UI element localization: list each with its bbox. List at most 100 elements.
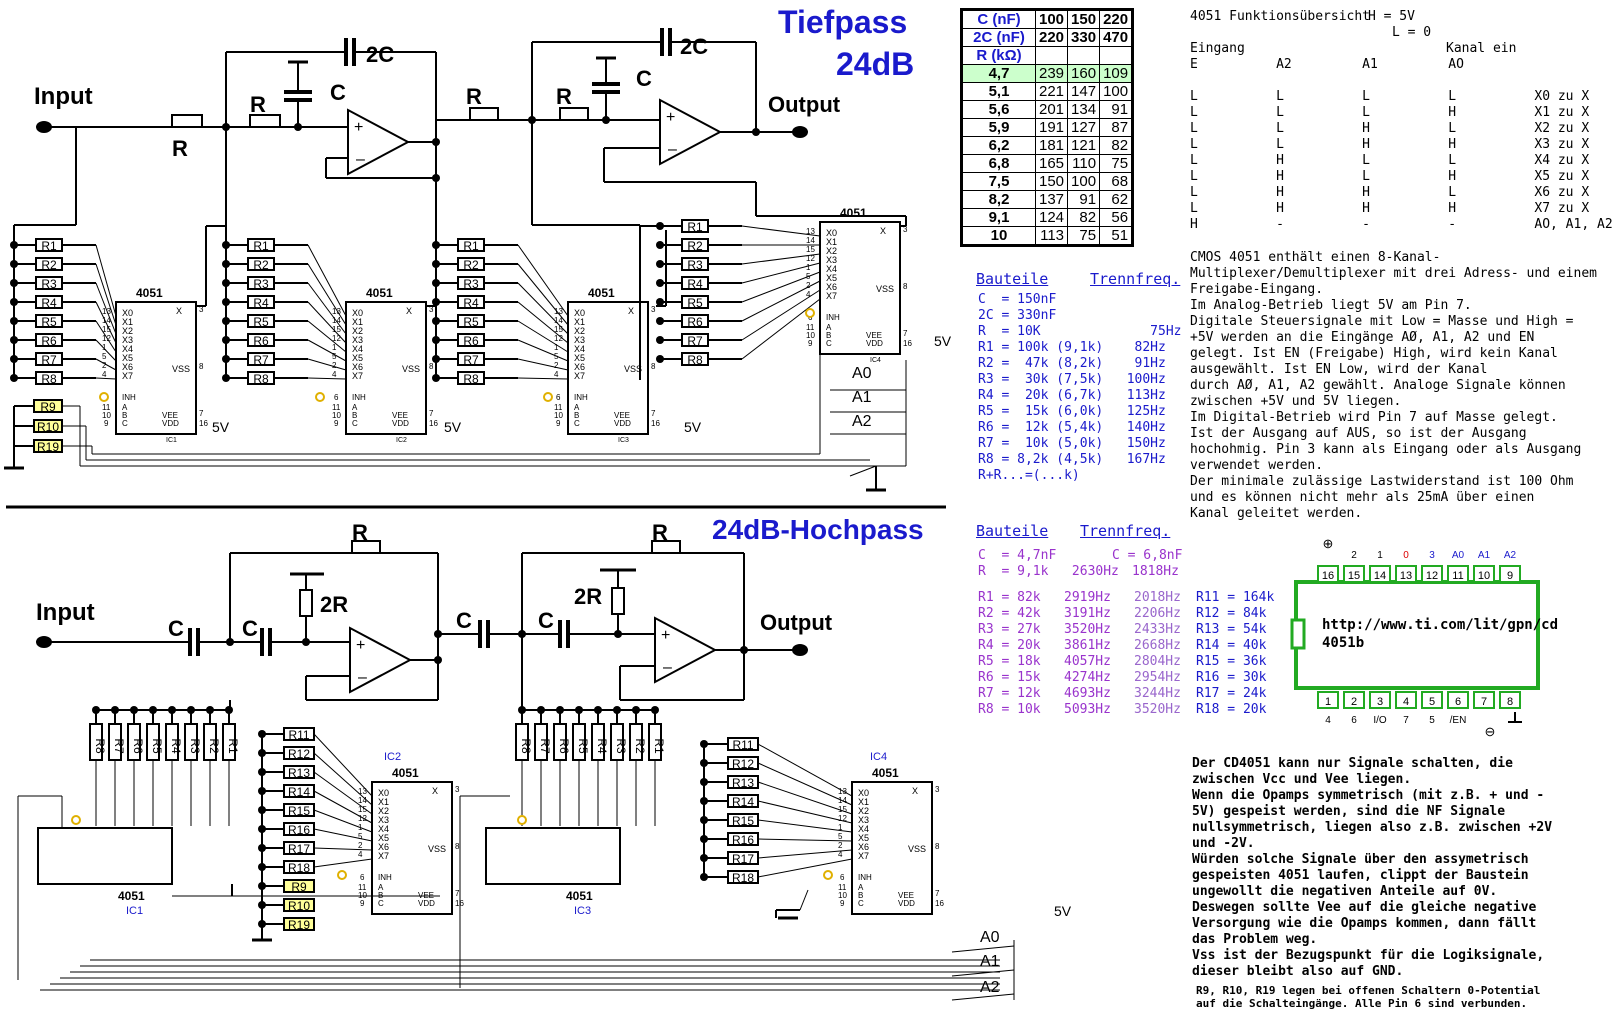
pin-number: 3: [935, 785, 940, 794]
text-line: ausgewählt. Ist EN Low, wird der Kanal: [1190, 362, 1488, 377]
pin-function-top: 0: [1403, 550, 1409, 561]
wire: [517, 244, 569, 317]
hp-cell: R3 = 27k: [978, 622, 1041, 637]
pin-label: X1: [352, 317, 363, 327]
hp-cell: R7 = 12k: [978, 686, 1041, 701]
switch-a0-label: A0: [980, 929, 1000, 946]
resistor-yellow-label: R19: [288, 918, 310, 932]
hp-cell: R2 = 42k: [978, 606, 1041, 621]
func-title: 4051 Funktionsübersicht: [1190, 9, 1371, 24]
cap-c-label: C: [242, 616, 258, 641]
pin-number: 12: [554, 334, 563, 343]
opamp-minus-sign: –: [358, 669, 367, 686]
text-line: R5 = 15k (6,0k) 125Hz: [978, 404, 1166, 419]
ic-label: IC4: [870, 357, 881, 364]
table-cell: 5,6: [961, 100, 1036, 119]
pin-label: X7: [378, 851, 389, 861]
wire: [741, 280, 821, 322]
table-cell: 4,7: [961, 64, 1036, 83]
table-cell: 150: [1034, 172, 1069, 191]
hp-input-label: Input: [36, 599, 95, 626]
resistor-bank-label: R6: [557, 738, 571, 754]
pin-label: A: [574, 403, 580, 412]
resistor-r: [249, 114, 281, 128]
pin-number: 11: [554, 403, 563, 412]
text-line: 2C = 330nF: [978, 308, 1057, 323]
r-label: R: [466, 84, 482, 109]
resistor-bank-label: R2: [207, 738, 221, 754]
text-line: L L H H X3 zu X: [1190, 137, 1590, 152]
pin-number: 5: [102, 352, 107, 361]
pin-label: X0: [378, 788, 389, 798]
pin-label: X5: [378, 833, 389, 843]
text-line: Multiplexer/Demultiplexer mit drei Adres…: [1190, 266, 1597, 281]
junction-dot: [294, 123, 302, 131]
pin-number: 15: [806, 245, 815, 254]
pin-number: 12: [838, 814, 847, 823]
pinout-notch: [1290, 618, 1306, 650]
pin-number: 7: [455, 889, 460, 898]
text-line: L H L H X5 zu X: [1190, 169, 1590, 184]
pinout-pin-top: [1343, 565, 1365, 583]
r-label: R: [556, 84, 572, 109]
pin-label: X3: [378, 815, 389, 825]
switch-a1-label: A1: [852, 389, 872, 406]
pin-number: 15: [838, 805, 847, 814]
table-cell: 100: [1034, 9, 1069, 29]
table-cell: 6,8: [961, 154, 1036, 173]
text-line: auf die Schalteingänge. Alle Pin 6 sind …: [1196, 997, 1528, 1010]
ic-4051: [567, 301, 649, 435]
table-cell: 191: [1034, 118, 1069, 137]
pin-number: 8: [199, 362, 204, 371]
pin-label: VEE: [898, 891, 914, 900]
table-cell: 8,2: [961, 190, 1036, 209]
text-line: C = 150nF: [978, 292, 1057, 307]
text-line: und es können nicht mehr als 25mA über e…: [1190, 490, 1535, 505]
switch-a0-label: A0: [852, 365, 872, 382]
wire: [517, 301, 569, 344]
wire: [95, 244, 117, 317]
chip-label: 4051: [392, 766, 419, 780]
text-line: R2 = 47k (8,2k) 91Hz: [978, 356, 1166, 371]
switch: [849, 465, 877, 477]
pin-number-bottom: 5: [1429, 696, 1435, 708]
lp-parts-header2: Trennfreq.: [1090, 270, 1181, 288]
r-label: R: [172, 136, 188, 161]
table-cell: 110: [1067, 154, 1101, 173]
pin-label: C: [574, 419, 580, 428]
pin-label: X6: [378, 842, 389, 852]
table-cell: 100: [1067, 172, 1101, 191]
wire: [517, 339, 569, 362]
pin-label: INH: [122, 393, 136, 402]
resistor-bank-hp-label: R16: [288, 823, 310, 837]
opamp-minus-sign: –: [356, 151, 365, 168]
pin-number: 16: [935, 899, 944, 908]
pin-function-top: A2: [1504, 550, 1517, 561]
r2-label: 2R: [574, 584, 602, 609]
chip-label: 4051: [366, 286, 393, 300]
pin-number: 14: [554, 316, 563, 325]
pin-label: X5: [352, 353, 363, 363]
pin-label: A: [858, 883, 864, 892]
pin-number: 7: [199, 409, 204, 418]
table-cell: 470: [1099, 28, 1134, 47]
resistor-bank-label: R3: [687, 258, 703, 272]
table-cell: 150: [1067, 9, 1101, 29]
pin-label: X: [406, 306, 412, 316]
pin-number-bottom: 6: [1455, 696, 1461, 708]
text-line: R9, R10, R19 legen bei offenen Schaltern…: [1196, 984, 1541, 997]
resistor-bank-label: R8: [463, 372, 479, 386]
resistor-bank-label: R5: [253, 315, 269, 329]
pin-label: C: [858, 899, 864, 908]
wire: [313, 828, 373, 842]
pinout-pin-bottom: [1473, 691, 1495, 709]
wire: [757, 819, 853, 833]
pin-label: X7: [574, 371, 585, 381]
ic-4051: [371, 781, 453, 915]
text-line: Versorgung wie die Opamps kommen, dann f…: [1192, 916, 1537, 931]
pin-number: 7: [935, 889, 940, 898]
pin-label: VDD: [614, 419, 631, 428]
